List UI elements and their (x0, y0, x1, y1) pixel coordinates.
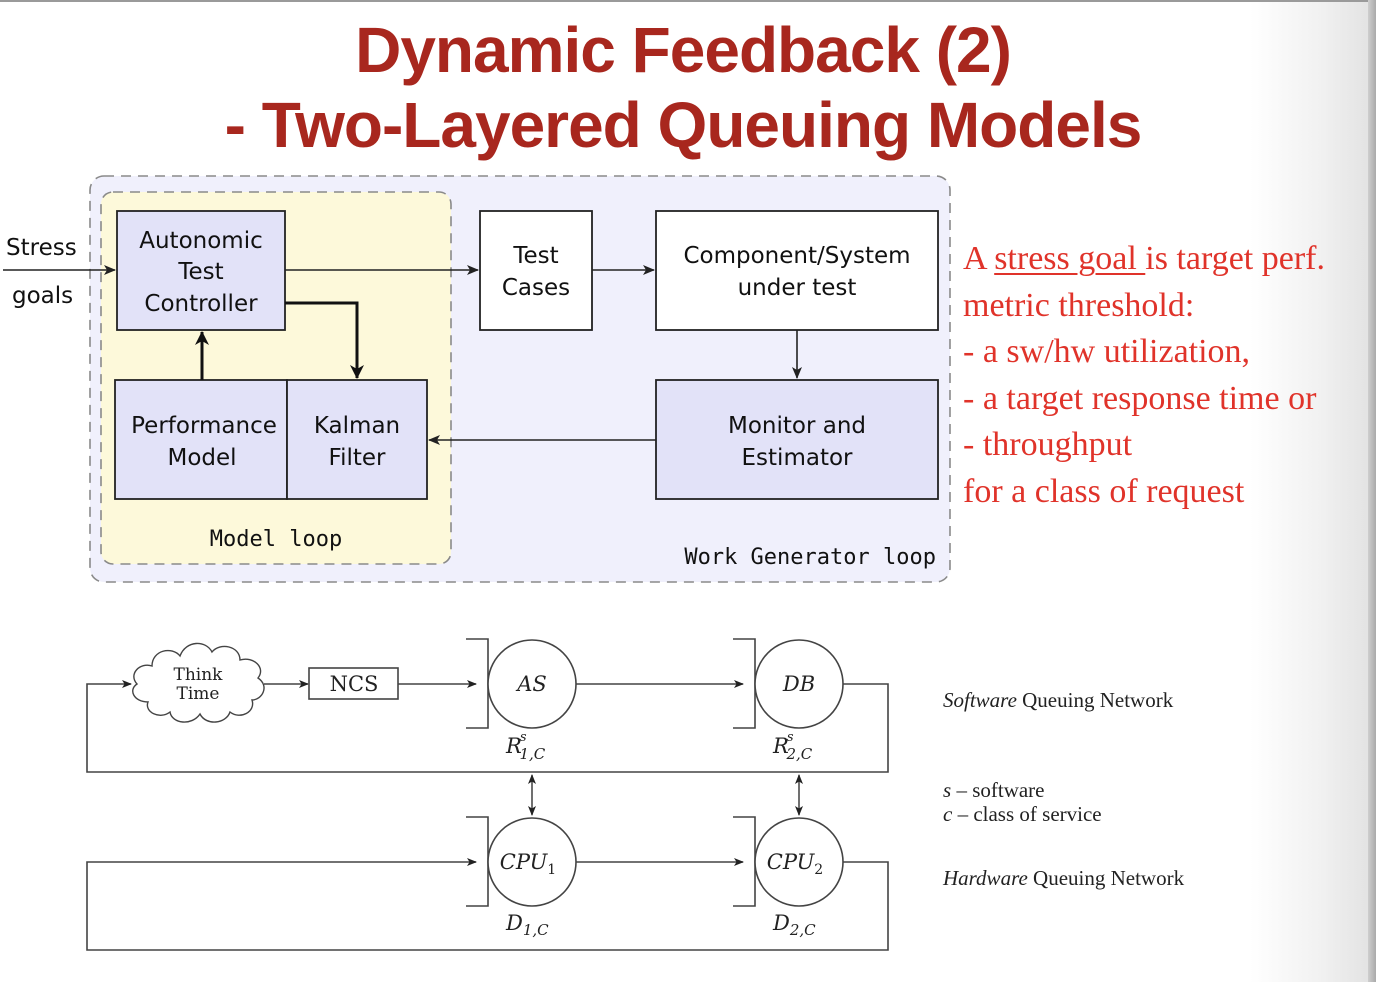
db-label: DB (782, 672, 815, 696)
note-line1: A stress goal is target perf. (963, 240, 1325, 277)
hardware-network-label: Hardware Queuing Network (943, 866, 1185, 890)
arrow-controller-to-kalman (285, 301, 364, 379)
slide-title-line2: - Two-Layered Queuing Models (224, 89, 1143, 161)
ncs-label: NCS (330, 672, 379, 696)
system-under-test-block: Component/System under test (655, 210, 939, 331)
cpu2-label: CPU2 (767, 850, 823, 878)
note-line4: - a target response time or (963, 379, 1317, 417)
think-time-cloud: Think Time (132, 642, 265, 723)
work-generator-loop-label: Work Generator loop (684, 545, 936, 570)
test-cases-label-line1: Test (512, 243, 558, 269)
note-line2: metric threshold: (963, 286, 1195, 324)
controller-label-line1: Autonomic (139, 228, 263, 254)
monitor-label-line1: Monitor and (728, 413, 866, 439)
legend-c: c – class of service (943, 802, 1102, 826)
model-loop-label: Model loop (210, 527, 342, 552)
cpu1-queue-node: CPU1 D1,C (466, 816, 577, 939)
ncs-block: NCS (308, 667, 399, 700)
cpu1-metric: D1,C (505, 911, 549, 939)
legend-s: s – software (943, 778, 1045, 802)
kalman-filter-label-line2: Filter (329, 445, 387, 471)
cpu2-queue-node: CPU2 D2,C (733, 816, 844, 939)
monitor-estimator-block: Monitor and Estimator (655, 379, 939, 500)
right-edge-shadow (1368, 0, 1376, 982)
test-cases-block: Test Cases (479, 210, 593, 331)
cpu2-metric: D2,C (772, 911, 816, 939)
top-border (0, 0, 1376, 2)
sut-label-line2: under test (738, 275, 857, 301)
controller-label-line3: Controller (144, 291, 258, 317)
stress-goals-label-line1: Stress (6, 235, 77, 261)
test-cases-label-line2: Cases (502, 275, 570, 301)
stress-goal-term: stress goal (994, 240, 1146, 277)
performance-model-block: Performance Model (114, 379, 288, 500)
slide-title-line1: Dynamic Feedback (2) (355, 14, 1012, 86)
monitor-label-line2: Estimator (742, 445, 854, 471)
cpu1-label: CPU1 (500, 850, 556, 878)
note-line6: for a class of request (963, 472, 1245, 510)
hardware-loop-return-line (86, 858, 889, 951)
as-label: AS (515, 672, 547, 696)
kalman-filter-label-line1: Kalman (314, 413, 400, 439)
stress-goal-note: A stress goal is target perf. metric thr… (963, 236, 1373, 515)
controller-label-line2: Test (177, 259, 223, 285)
kalman-filter-block: Kalman Filter (286, 379, 428, 500)
stress-goals-label-line2: goals (12, 283, 73, 309)
sut-label-line1: Component/System (683, 243, 910, 269)
software-network-label: Software Queuing Network (943, 688, 1174, 712)
performance-model-label-line1: Performance (131, 413, 277, 439)
think-time-label-line1: Think (174, 665, 224, 685)
autonomic-test-controller-block: Autonomic Test Controller (116, 210, 286, 331)
performance-model-label-line2: Model (167, 445, 236, 471)
note-line5: - throughput (963, 426, 1133, 463)
think-time-label-line2: Time (177, 684, 220, 704)
note-line3: - a sw/hw utilization, (963, 333, 1251, 370)
software-loop-return-line (86, 680, 889, 773)
